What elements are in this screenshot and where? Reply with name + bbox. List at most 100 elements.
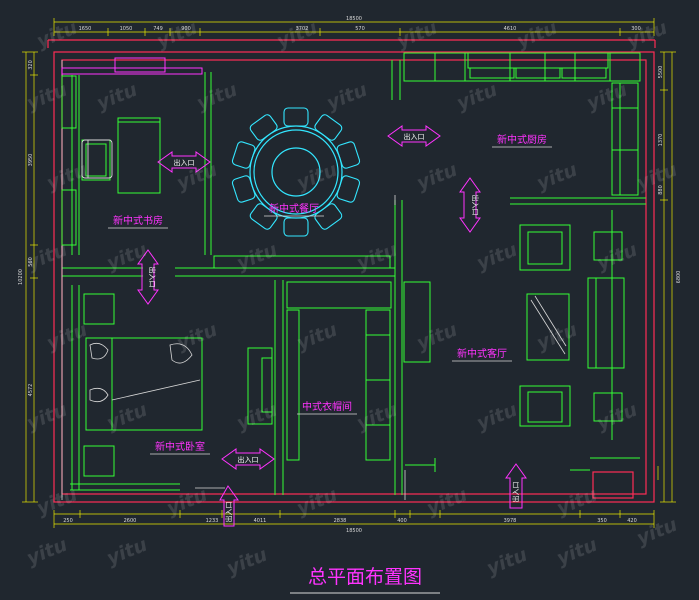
room-label-underlines (108, 146, 552, 455)
dim-top-7: 4610 (504, 26, 517, 32)
svg-text:yitu: yitu (474, 399, 521, 435)
study-chair (81, 139, 113, 179)
outer-walls (47, 39, 656, 503)
dim-bottom-5: 2838 (334, 518, 347, 524)
room-labels: 新中式书房 新中式餐厅 新中式厨房 新中式卧室 中式衣帽间 新中式客厅 (113, 133, 547, 453)
dining-chairs (231, 107, 361, 237)
dimension-texts-vertical: 10200 320 3950 560 4572 6800 5500 1370 8… (18, 60, 682, 396)
dim-right-total: 6800 (676, 271, 682, 284)
dim-bottom-6: 400 (397, 518, 407, 524)
dim-top-total: 18500 (346, 16, 362, 22)
svg-text:yitu: yitu (634, 159, 681, 195)
svg-text:yitu: yitu (294, 319, 341, 355)
svg-text:yitu: yitu (234, 239, 281, 275)
svg-text:yitu: yitu (24, 399, 71, 435)
dim-bottom-total: 18500 (346, 528, 362, 534)
living-furniture (403, 210, 625, 440)
svg-text:yitu: yitu (104, 239, 151, 275)
svg-text:yitu: yitu (44, 159, 91, 195)
exit-label-main: 出入口 (224, 502, 233, 523)
svg-text:yitu: yitu (454, 79, 501, 115)
svg-text:yitu: yitu (554, 534, 601, 570)
dim-bottom-8: 350 (597, 518, 607, 524)
svg-text:yitu: yitu (24, 534, 71, 570)
dimension-texts: 18500 1650 1050 749 900 3702 570 4610 30… (63, 16, 641, 534)
dim-bottom-3: 1233 (206, 518, 219, 524)
entrance-arrow-bedroom-east: 出入口 (221, 448, 275, 470)
svg-text:yitu: yitu (224, 544, 271, 580)
svg-text:yitu: yitu (194, 79, 241, 115)
exit-label-living: 出入口 (511, 482, 520, 503)
dim-right-1: 5500 (658, 66, 664, 79)
room-label-study: 新中式书房 (113, 214, 163, 227)
dim-bottom-4: 4011 (254, 518, 267, 524)
study-shelf-top (61, 67, 203, 75)
dim-left-total: 10200 (18, 269, 24, 285)
dim-left-1: 320 (28, 60, 34, 70)
svg-text:yitu: yitu (44, 319, 91, 355)
dim-top-1: 1650 (79, 26, 92, 32)
watermarks: yitu yitu yitu yitu yitu yitu yitu yitu … (24, 17, 681, 580)
dim-top-4: 900 (181, 26, 191, 32)
svg-text:yitu: yitu (34, 17, 81, 53)
svg-text:yitu: yitu (324, 79, 371, 115)
dim-top-3: 749 (153, 26, 163, 32)
dim-top-5: 3702 (296, 26, 309, 32)
dim-bottom-9: 420 (627, 518, 637, 524)
exit-label-dining: 出入口 (404, 132, 425, 141)
room-label-cloakroom: 中式衣帽间 (302, 400, 352, 413)
entrance-arrow-kitchen: 出入口 (459, 177, 481, 233)
svg-text:yitu: yitu (174, 319, 221, 355)
room-label-dining: 新中式餐厅 (269, 202, 319, 215)
svg-text:yitu: yitu (414, 319, 461, 355)
svg-text:yitu: yitu (354, 239, 401, 275)
dim-top-8: 300 (631, 26, 641, 32)
white-detail-lines (61, 60, 406, 500)
exit-label-bedroom-east: 出入口 (238, 455, 259, 464)
inner-walls (62, 60, 646, 495)
dim-bottom-2: 2600 (124, 518, 137, 524)
drawing-title: 总平面布置图 (308, 566, 422, 588)
room-label-living: 新中式客厅 (457, 347, 507, 360)
dim-left-2: 3950 (28, 154, 34, 167)
dim-bottom-1: 250 (63, 518, 73, 524)
svg-text:yitu: yitu (634, 514, 681, 550)
svg-text:yitu: yitu (534, 159, 581, 195)
svg-text:yitu: yitu (594, 239, 641, 275)
study-shelf-accent (114, 57, 166, 73)
dim-right-3: 880 (658, 185, 664, 195)
entrance-arrow-main: 出入口 (219, 485, 239, 527)
bed-bedding (89, 342, 201, 403)
svg-text:yitu: yitu (24, 239, 71, 275)
coffee-table-glass (530, 295, 567, 355)
dim-top-6: 570 (355, 26, 365, 32)
dim-left-4: 4572 (28, 384, 34, 397)
svg-text:yitu: yitu (474, 239, 521, 275)
svg-text:yitu: yitu (294, 159, 341, 195)
exit-label-kitchen: 出入口 (471, 195, 480, 216)
svg-text:yitu: yitu (234, 399, 281, 435)
exit-label-bedroom-north: 出入口 (148, 267, 157, 288)
entrance-arrow-living: 出入口 (505, 463, 527, 509)
exit-label-study: 出入口 (174, 158, 195, 167)
svg-text:yitu: yitu (534, 319, 581, 355)
dim-bottom-7: 3978 (504, 518, 517, 524)
kitchen-cabinets (403, 52, 641, 196)
svg-text:yitu: yitu (94, 79, 141, 115)
dim-right-2: 1370 (658, 134, 664, 147)
svg-text:yitu: yitu (104, 534, 151, 570)
dim-left-3: 560 (28, 257, 34, 267)
svg-text:yitu: yitu (104, 399, 151, 435)
room-label-bedroom: 新中式卧室 (155, 440, 205, 453)
entrance-arrow-bedroom-north: 出入口 (137, 249, 159, 305)
cloakroom-wardrobes (261, 281, 392, 461)
dim-top-2: 1050 (120, 26, 133, 32)
dimension-lines (22, 18, 676, 528)
svg-text:yitu: yitu (354, 399, 401, 435)
entrance-arrow-study: 出入口 (157, 151, 211, 173)
svg-text:yitu: yitu (584, 79, 631, 115)
room-label-kitchen: 新中式厨房 (497, 133, 547, 146)
svg-text:yitu: yitu (484, 544, 531, 580)
svg-text:yitu: yitu (414, 159, 461, 195)
